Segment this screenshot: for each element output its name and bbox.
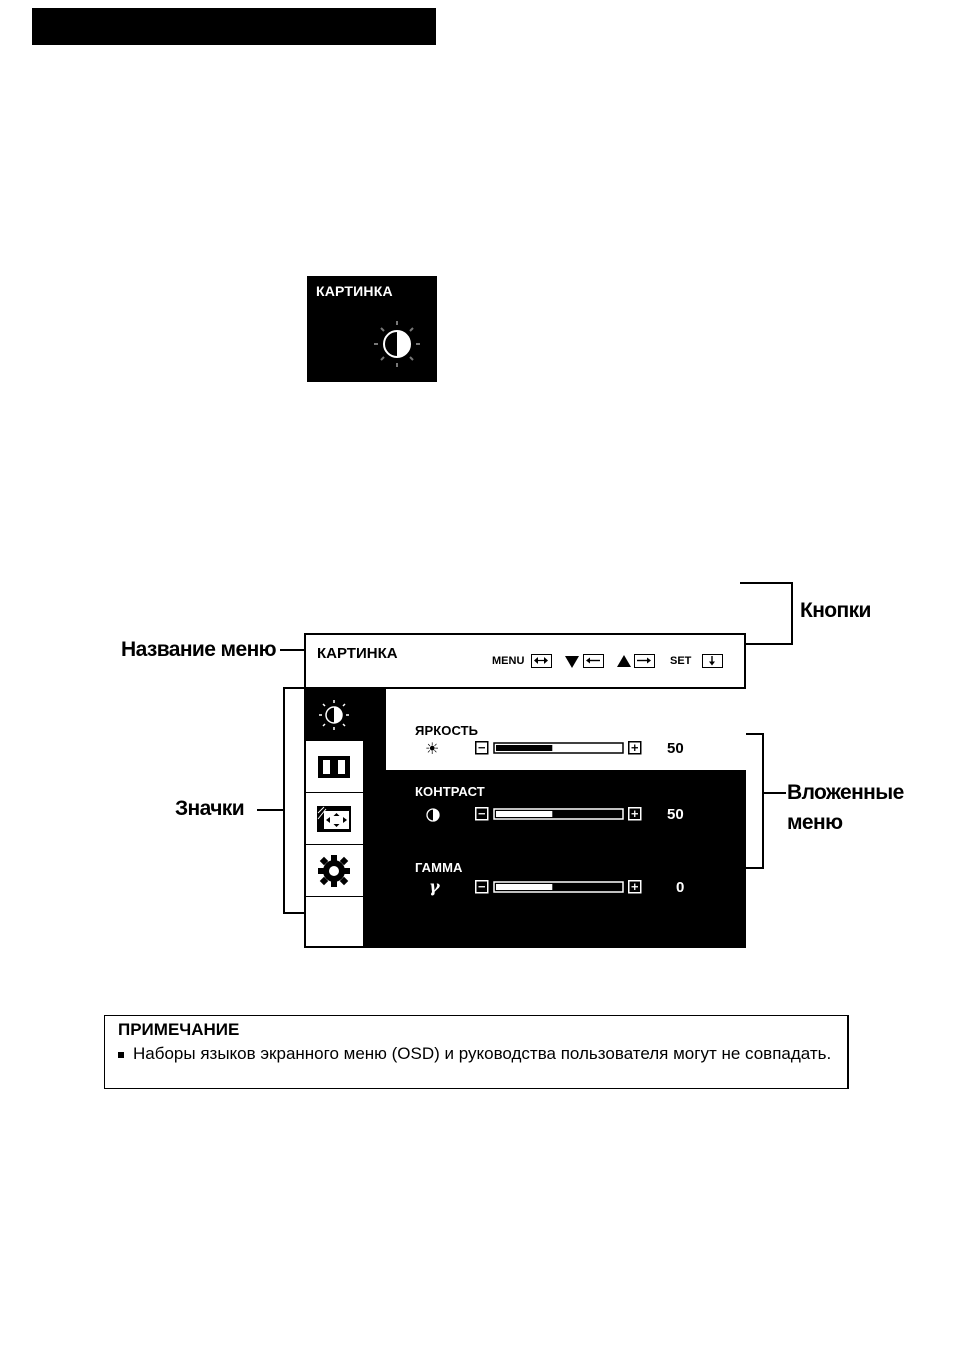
position-icon [304,793,364,845]
up-triangle-icon [617,655,631,667]
icon-tab-picture[interactable] [304,689,364,741]
icon-tab-position[interactable] [304,793,364,845]
sun-icon: ☀ [425,739,439,759]
brightness-value: 50 [667,740,684,757]
submenus-bracket-bottom [746,867,764,869]
submenu-black-notch [364,689,386,808]
gamma-slider[interactable] [475,880,645,894]
submenu-brightness-label: ЯРКОСТЬ [415,723,478,738]
header-bar [32,8,436,45]
gear-icon [304,845,364,897]
buttons-bracket-side [791,582,793,645]
picture-menu-icon-box: КАРТИНКА [307,276,437,382]
osd-menu-title: КАРТИНКА [317,645,398,662]
down-triangle-icon [565,656,579,668]
picture-icon-title: КАРТИНКА [316,283,393,299]
note-text: Наборы языков экранного меню (OSD) и рук… [133,1044,833,1064]
icon-tab-color[interactable] [304,741,364,793]
set-button[interactable] [702,654,723,668]
icons-bracket-top [283,687,304,689]
submenus-bracket-side [762,733,764,869]
buttons-bracket-bottom [746,643,793,645]
note-bullet [118,1052,124,1058]
submenus-callout-label-1: Вложенные [787,781,904,805]
note-title: ПРИМЕЧАНИЕ [118,1020,239,1040]
menu-button[interactable] [531,654,552,668]
contrast-slider[interactable] [475,807,645,821]
set-button-label: SET [670,655,691,667]
submenus-callout-label-2: меню [787,811,842,835]
gamma-value: 0 [676,879,684,896]
submenus-callout-line [764,792,786,794]
contrast-value: 50 [667,806,684,823]
buttons-bracket-top [740,582,793,584]
icons-bracket-bottom [283,912,304,914]
icons-bracket-side [283,687,285,914]
menu-button-label: MENU [492,655,524,667]
down-left-button[interactable] [583,654,604,668]
buttons-callout-label: Кнопки [800,599,871,623]
picture-tab-icon [304,689,364,741]
arrow-down-icon [703,655,721,666]
gamma-icon: γ [429,877,440,896]
menu-name-callout-line [280,649,304,651]
up-right-button[interactable] [634,654,655,668]
icons-callout-label: Значки [175,797,244,821]
icons-callout-line [257,809,283,811]
brightness-slider[interactable] [475,741,645,755]
arrow-left-icon [584,655,602,666]
contrast-icon [426,808,440,822]
arrow-right-icon [635,655,653,666]
color-bars-icon [304,741,364,793]
icon-tab-setup[interactable] [304,845,364,897]
brightness-contrast-icon [369,318,425,374]
submenu-contrast-label: КОНТРАСТ [415,784,485,799]
submenu-gamma-label: ГАММА [415,860,463,875]
menu-name-callout-label: Название меню [121,638,276,662]
enter-exit-icon [532,655,550,666]
